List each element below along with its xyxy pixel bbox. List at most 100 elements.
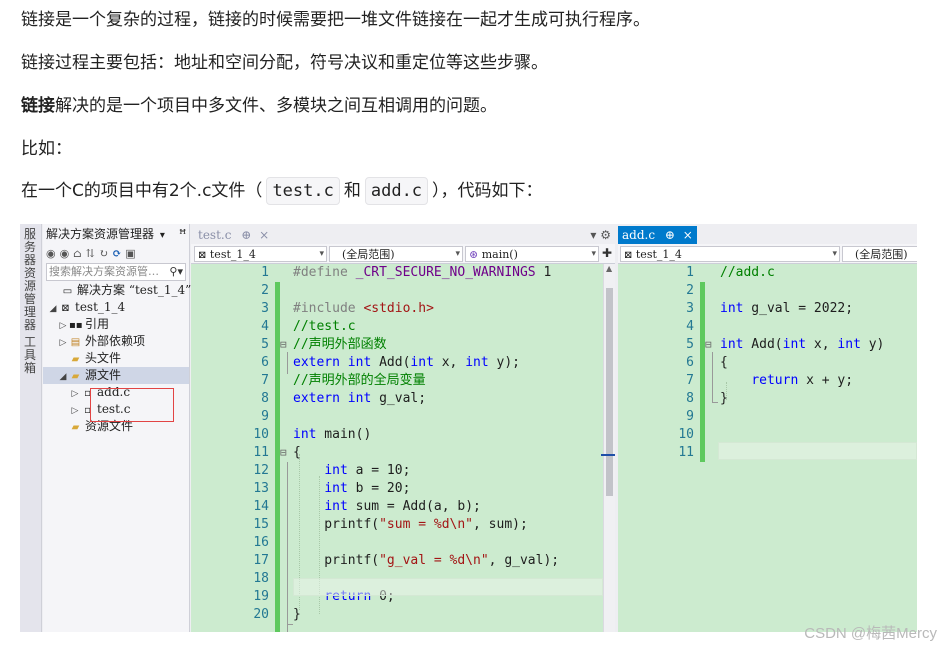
scope-dropdown[interactable]: (全局范围) <box>842 246 917 262</box>
line-number: 9 <box>261 409 269 424</box>
line-number: 1 <box>261 265 269 280</box>
solution-explorer-menu-icon[interactable]: ▾ <box>159 230 165 241</box>
expanded-icon[interactable]: ◢ <box>59 372 67 382</box>
collapsed-icon[interactable]: ▷ <box>71 389 79 399</box>
solution-explorer-title: 解决方案资源管理器 ▾ ꟸ <box>43 224 189 244</box>
left-tabbar: test.c ⊕ × ▾ ⚙ <box>191 224 615 244</box>
line-number: 20 <box>253 607 269 622</box>
tree-item-solution[interactable]: ▭解决方案 “test_1_4” <box>43 282 192 299</box>
code-block-test-c: #define _CRT_SECURE_NO_WARNINGS 1 #inclu… <box>293 265 560 622</box>
project-icon: ⊠ <box>61 303 70 314</box>
line-number: 5 <box>261 337 269 352</box>
sync-icon[interactable]: ⇅ <box>85 246 95 260</box>
forward-icon[interactable]: ◉ <box>59 246 70 260</box>
pin-icon[interactable]: ꟸ <box>179 227 186 241</box>
refresh-icon[interactable]: ⟳ <box>112 246 122 260</box>
line-number: 10 <box>253 427 269 442</box>
pin-tab-icon[interactable]: ⊕ <box>241 228 252 242</box>
chevron-down-icon: ▾ <box>832 249 837 259</box>
line-number: 8 <box>686 391 694 406</box>
scrollbar-thumb[interactable] <box>606 288 613 496</box>
references-icon: ▪▪ <box>69 320 83 331</box>
expanded-icon[interactable]: ◢ <box>49 304 57 314</box>
line-number: 4 <box>261 319 269 334</box>
paragraph-5-c: ），代码如下： <box>432 181 543 201</box>
collapsed-icon[interactable]: ▷ <box>59 321 67 331</box>
tree-item-project[interactable]: ◢⊠test_1_4 <box>43 299 189 316</box>
split-icon[interactable]: ✚ <box>602 246 613 260</box>
tree-item-references[interactable]: ▷▪▪引用 <box>43 316 189 333</box>
search-icon[interactable]: ⚲▾ <box>169 265 183 278</box>
pin-tab-icon[interactable]: ⊕ <box>664 228 675 242</box>
solution-explorer: 解决方案资源管理器 ▾ ꟸ ◉ ◉ ⌂ ⇅ ↻ ⟳ ▣ 搜索解决方案资源管… ⚲… <box>43 224 192 632</box>
home-icon[interactable]: ⌂ <box>73 246 82 260</box>
fold-icon[interactable]: ⊟ <box>280 446 287 459</box>
back-icon[interactable]: ◉ <box>46 246 56 260</box>
change-indicator <box>275 282 280 632</box>
collapsed-icon[interactable]: ▷ <box>71 406 79 416</box>
history-icon[interactable]: ↻ <box>98 246 109 260</box>
solution-explorer-toolbar: ◉ ◉ ⌂ ⇅ ↻ ⟳ ▣ <box>43 244 189 262</box>
search-placeholder: 搜索解决方案资源管… <box>49 265 159 278</box>
line-number: 17 <box>253 553 269 568</box>
line-number: 14 <box>253 499 269 514</box>
line-number: 5 <box>686 337 694 352</box>
fold-icon[interactable]: ⊟ <box>280 338 287 351</box>
watermark: CSDN @梅茜Mercy <box>804 625 937 642</box>
right-navbar: ⊠ test_1_4 ▾ (全局范围) <box>618 244 917 264</box>
project-dropdown[interactable]: ⊠ test_1_4 ▾ <box>194 246 327 262</box>
line-number: 18 <box>253 571 269 586</box>
properties-icon[interactable]: ▣ <box>125 246 136 260</box>
tree-item-external-deps[interactable]: ▷▤外部依赖项 <box>43 333 189 350</box>
inline-code-add-c: add.c <box>364 177 429 205</box>
tree-item-resource-files[interactable]: ▰资源文件 <box>43 418 189 435</box>
member-dropdown[interactable]: ⊛ main() ▾ <box>465 246 599 262</box>
close-icon[interactable]: × <box>682 228 693 242</box>
solution-icon: ▭ <box>62 286 73 297</box>
tree-item-test-c[interactable]: ▷▫test.c <box>43 401 189 418</box>
line-number: 13 <box>253 481 269 496</box>
line-number: 11 <box>678 445 694 460</box>
line-number: 19 <box>253 589 269 604</box>
ide-screenshot: 服务器资源管理器 工具箱 解决方案资源管理器 ▾ ꟸ ◉ ◉ ⌂ ⇅ ↻ ⟳ ▣… <box>20 224 917 632</box>
right-tabbar: add.c ⊕ × <box>618 224 917 244</box>
scroll-marker <box>601 454 615 456</box>
project-dropdown[interactable]: ⊠ test_1_4 ▾ <box>620 246 840 262</box>
line-number: 10 <box>678 427 694 442</box>
fold-icon[interactable]: ⊟ <box>705 338 712 351</box>
line-number: 2 <box>686 283 694 298</box>
close-icon[interactable]: × <box>259 228 270 242</box>
collapsed-icon[interactable]: ▷ <box>59 338 67 348</box>
c-file-icon: ▫ <box>84 388 91 399</box>
line-number: 3 <box>261 301 269 316</box>
folder-icon: ▰ <box>71 371 80 382</box>
inline-code-test-c: test.c <box>266 177 340 205</box>
tree-item-header-files[interactable]: ▰头文件 <box>43 350 189 367</box>
tab-menu-icon[interactable]: ▾ ⚙ <box>590 228 611 242</box>
server-explorer-tab[interactable]: 服务器资源管理器 <box>24 227 37 332</box>
folder-icon: ▰ <box>71 422 80 433</box>
line-number: 6 <box>686 355 694 370</box>
line-number: 15 <box>253 517 269 532</box>
c-file-icon: ▫ <box>84 405 91 416</box>
line-number: 12 <box>253 463 269 478</box>
line-number: 6 <box>261 355 269 370</box>
scroll-up-icon[interactable]: ▲ <box>606 264 613 273</box>
tree-item-source-files[interactable]: ◢▰源文件 <box>43 367 189 384</box>
function-icon: ⊛ <box>469 248 479 261</box>
line-number: 7 <box>686 373 694 388</box>
tab-test-c[interactable]: test.c ⊕ × <box>198 228 270 242</box>
tab-add-c[interactable]: add.c ⊕ × <box>618 226 697 244</box>
project-icon: ⊠ <box>624 250 633 261</box>
solution-search-input[interactable]: 搜索解决方案资源管… ⚲▾ <box>46 263 186 281</box>
solution-explorer-title-text: 解决方案资源管理器 <box>46 227 155 241</box>
left-vertical-scrollbar[interactable]: ▲ <box>603 264 615 632</box>
scope-dropdown[interactable]: (全局范围) ▾ <box>329 246 463 262</box>
toolbox-tab[interactable]: 工具箱 <box>24 335 37 375</box>
line-number: 9 <box>686 409 694 424</box>
